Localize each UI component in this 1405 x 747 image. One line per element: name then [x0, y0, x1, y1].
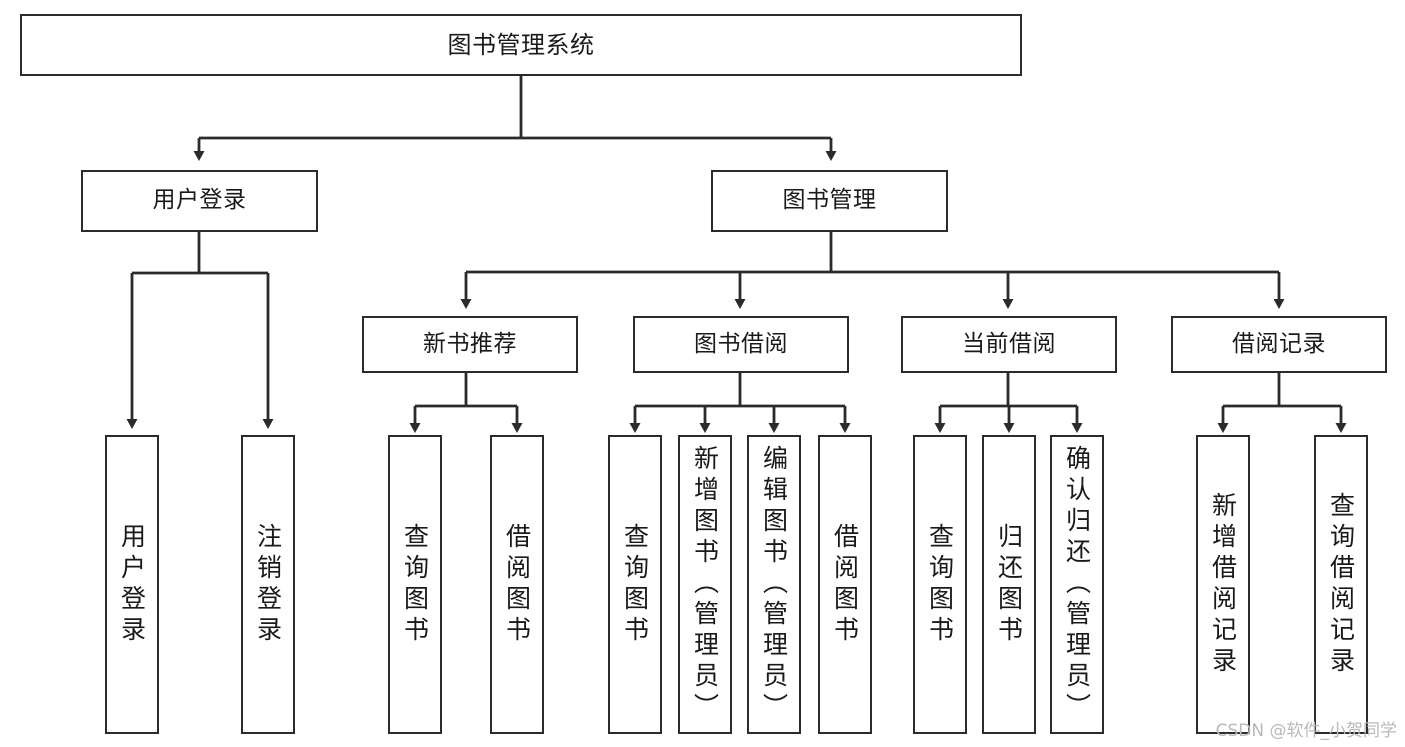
leaf-borrow-book-2[interactable]: 借阅图书: [818, 435, 872, 734]
leaf-user-login-label: 用户登录: [117, 522, 147, 647]
leaf-query-book-2[interactable]: 查询图书: [608, 435, 662, 734]
leaf-query-record[interactable]: 查询借阅记录: [1314, 435, 1368, 734]
node-root[interactable]: 图书管理系统: [20, 14, 1022, 76]
node-book-manage[interactable]: 图书管理: [711, 170, 948, 232]
leaf-borrow-book-1[interactable]: 借阅图书: [490, 435, 544, 734]
leaf-edit-book[interactable]: 编辑图书（管理员）: [747, 435, 801, 734]
leaf-confirm-return[interactable]: 确认归还（管理员）: [1050, 435, 1104, 734]
node-root-label: 图书管理系统: [447, 30, 595, 59]
leaf-query-book-3-label: 查询图书: [925, 522, 955, 647]
leaf-query-book-1[interactable]: 查询图书: [388, 435, 442, 734]
leaf-add-record-label: 新增借阅记录: [1208, 491, 1238, 678]
leaf-query-book-2-label: 查询图书: [620, 522, 650, 647]
node-book-borrow[interactable]: 图书借阅: [633, 316, 849, 373]
leaf-query-record-label: 查询借阅记录: [1326, 491, 1356, 678]
leaf-query-book-3[interactable]: 查询图书: [913, 435, 967, 734]
leaf-user-login[interactable]: 用户登录: [105, 435, 159, 734]
leaf-confirm-return-label: 确认归还（管理员）: [1062, 445, 1092, 724]
leaf-edit-book-label: 编辑图书（管理员）: [759, 445, 789, 724]
leaf-return-book[interactable]: 归还图书: [982, 435, 1036, 734]
leaf-logout-label: 注销登录: [253, 522, 283, 647]
leaf-add-book-label: 新增图书（管理员）: [690, 445, 720, 724]
node-borrow-record[interactable]: 借阅记录: [1171, 316, 1387, 373]
leaf-logout[interactable]: 注销登录: [241, 435, 295, 734]
node-user-login-label: 用户登录: [152, 187, 247, 214]
leaf-borrow-book-1-label: 借阅图书: [502, 522, 532, 647]
leaf-query-book-1-label: 查询图书: [400, 522, 430, 647]
node-book-borrow-label: 图书借阅: [694, 330, 788, 357]
node-current-borrow[interactable]: 当前借阅: [901, 316, 1117, 373]
leaf-add-book[interactable]: 新增图书（管理员）: [678, 435, 732, 734]
leaf-borrow-book-2-label: 借阅图书: [830, 522, 860, 647]
node-user-login[interactable]: 用户登录: [81, 170, 318, 232]
leaf-return-book-label: 归还图书: [994, 522, 1024, 647]
node-borrow-record-label: 借阅记录: [1232, 330, 1326, 357]
node-new-book-recommend-label: 新书推荐: [423, 330, 517, 357]
node-current-borrow-label: 当前借阅: [962, 330, 1056, 357]
leaf-add-record[interactable]: 新增借阅记录: [1196, 435, 1250, 734]
watermark: CSDN @软件_小贺同学: [1215, 721, 1397, 741]
node-new-book-recommend[interactable]: 新书推荐: [362, 316, 578, 373]
node-book-manage-label: 图书管理: [782, 187, 877, 214]
